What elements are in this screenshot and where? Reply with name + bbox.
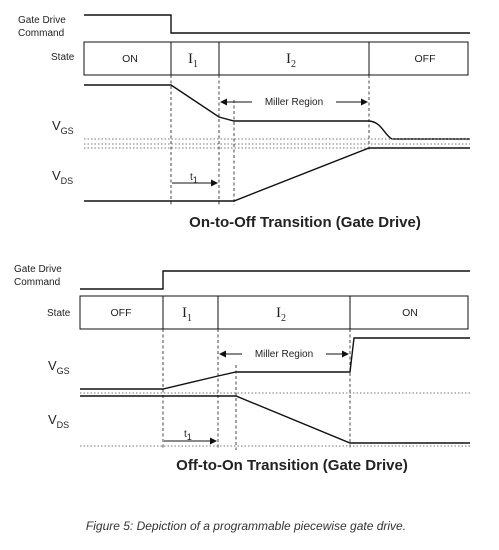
command-label: Command xyxy=(18,28,64,39)
gate-drive-label: Gate Drive xyxy=(18,15,66,26)
figure-caption: Figure 5: Depiction of a programmable pi… xyxy=(86,519,406,533)
state-cell-off: OFF xyxy=(111,307,132,319)
on-to-off-title: On-to-Off Transition (Gate Drive) xyxy=(189,214,421,231)
vgs-waveform xyxy=(80,337,470,390)
vds-label: VDS xyxy=(48,412,69,430)
state-cell-on: ON xyxy=(122,53,138,65)
vgs-label: VGS xyxy=(52,118,74,136)
t1-label: t1 xyxy=(184,429,192,442)
state-cell-on: ON xyxy=(402,307,418,319)
vds-waveform xyxy=(80,395,470,444)
gate-drive-label: Gate Drive xyxy=(14,264,62,275)
state-cell-i2: I2 xyxy=(276,305,286,324)
state-cell-i2: I2 xyxy=(286,51,296,70)
state-cell-i1: I1 xyxy=(182,305,192,324)
gate-drive-command-waveform xyxy=(84,14,470,34)
gate-drive-command-waveform xyxy=(80,270,470,290)
state-bar xyxy=(79,295,469,330)
state-bar xyxy=(83,41,469,76)
vds-label: VDS xyxy=(52,168,73,186)
on-to-off-panel: Gate Drive Command State ON I1 I2 OFF VG… xyxy=(18,14,470,231)
command-label: Command xyxy=(14,277,60,288)
vgs-label: VGS xyxy=(48,358,70,376)
miller-label-bg xyxy=(242,346,326,360)
state-label: State xyxy=(51,52,75,63)
state-label: State xyxy=(47,308,71,319)
miller-label-bg xyxy=(252,94,336,108)
off-to-on-title: Off-to-On Transition (Gate Drive) xyxy=(176,457,408,474)
off-to-on-panel: Gate Drive Command State OFF I1 I2 ON VG… xyxy=(14,264,470,474)
t1-label: t1 xyxy=(190,172,198,185)
state-cell-off: OFF xyxy=(415,53,436,65)
vgs-waveform xyxy=(84,84,470,140)
miller-region-label: Miller Region xyxy=(255,349,313,360)
miller-region-label: Miller Region xyxy=(265,97,323,108)
state-cell-i1: I1 xyxy=(188,51,198,70)
vds-waveform xyxy=(84,147,470,202)
